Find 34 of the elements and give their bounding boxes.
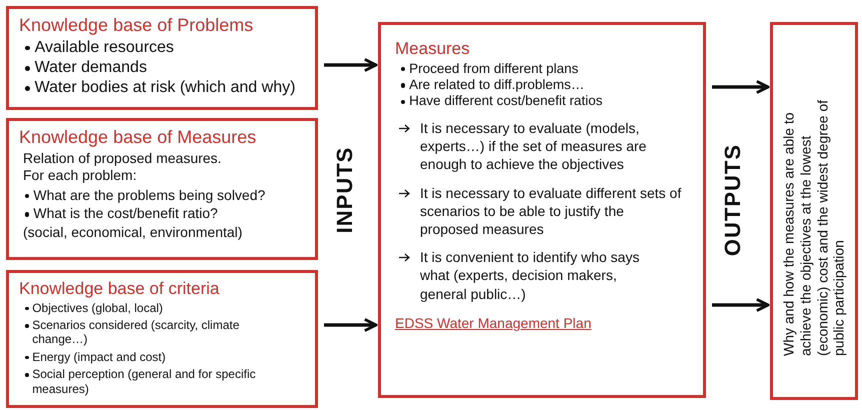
side-label: INPUTS — [332, 146, 358, 234]
arrow-text: It is convenient to identify who says what (experts, decision makers, general public…) — [420, 248, 640, 303]
process-box — [6, 6, 318, 110]
bullet-text: Proceed from different plans — [409, 60, 578, 77]
rotated-text: Why and how the measures are able to achieve the objectives at the lowest (economic) cost and the widest degree of public participation — [780, 98, 848, 356]
arrow — [712, 80, 770, 94]
box-heading: Knowledge base of criteria — [19, 279, 220, 299]
bullet-text: What is the cost/benefit ratio? — [33, 205, 218, 222]
box-heading: Measures — [395, 39, 471, 59]
bullet-text: Available resources — [34, 38, 174, 57]
process-box — [6, 270, 318, 408]
arrow — [324, 58, 378, 72]
bullet-text: Water demands — [34, 58, 147, 78]
bullet-text: What are the problems being solved? — [33, 186, 266, 204]
arrow-text: It is necessary to evaluate (models, experts…) if the set of measures are enough to achieve the objectives — [420, 119, 648, 174]
box-heading: Knowledge base of Problems — [19, 15, 254, 36]
arrow — [712, 298, 770, 312]
body-text: Relation of proposed measures. For each problem: — [23, 150, 222, 185]
bullet-text: Scenarios considered (scarcity, climate change…) — [32, 318, 240, 347]
box-heading: Knowledge base of Measures — [19, 127, 258, 148]
underlined-title: EDSS Water Management Plan — [395, 314, 592, 331]
bullet-text: Objectives (global, local) — [32, 300, 163, 315]
process-box — [770, 22, 858, 400]
process-box — [6, 118, 318, 260]
bullet-text: Energy (impact and cost) — [32, 350, 166, 364]
process-box — [378, 22, 706, 398]
bullet-text: Social perception (general and for specific measures) — [32, 367, 257, 396]
bullet-text: Water bodies at risk (which and why) — [34, 78, 296, 98]
side-label: OUTPUTS — [720, 144, 746, 256]
bullet-text: Have different cost/benefit ratios — [409, 92, 602, 110]
arrow — [324, 318, 378, 332]
bullet-text: Are related to diff.problems… — [409, 76, 584, 93]
body-text: (social, economical, environmental) — [23, 224, 244, 242]
arrow-text: It is necessary to evaluate different sets of scenarios to be able to justify the proposed measures — [420, 184, 682, 238]
